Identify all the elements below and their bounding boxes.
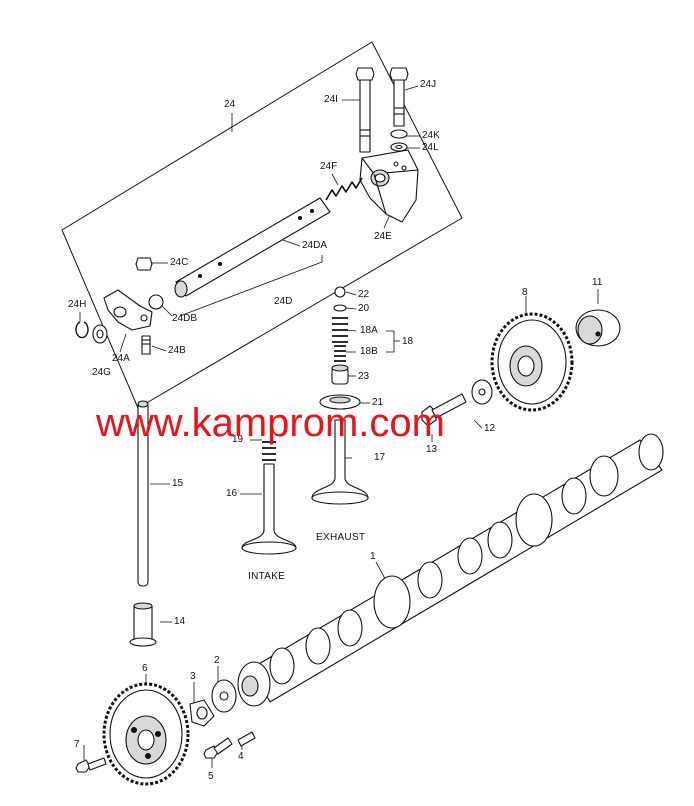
intake-valve-16: [241, 463, 297, 555]
caption-intake: INTAKE: [248, 571, 286, 582]
callout-24J: 24J: [420, 79, 437, 90]
callout-6: 6: [142, 663, 148, 674]
push-rod-15: [137, 400, 149, 587]
callout-20: 20: [358, 303, 370, 314]
spring-24f: [325, 177, 363, 201]
callout-4: 4: [238, 751, 244, 762]
rocker-shaft-24da: [174, 197, 331, 298]
exhaust-valve-17: [311, 419, 369, 505]
callout-24D: 24D: [274, 296, 293, 307]
callout-24A: 24A: [112, 353, 130, 364]
pin-4: [237, 731, 256, 747]
adjust-screw-24b: [141, 335, 151, 355]
callout-24C: 24C: [170, 257, 189, 268]
callout-18B: 18B: [360, 346, 378, 357]
rocker-support-24e: [359, 149, 419, 223]
callout-24H: 24H: [68, 299, 87, 310]
washer-24k: [390, 129, 408, 139]
tappet-14: [129, 602, 157, 647]
washer-24g: [92, 324, 108, 344]
bolt-7: [75, 757, 107, 773]
camshaft-1: [237, 433, 664, 707]
spring-18b: [334, 345, 346, 362]
gasket-3: [189, 699, 215, 727]
bolt-24j: [389, 67, 409, 127]
callout-2: 2: [214, 655, 220, 666]
callout-24: 24: [224, 99, 236, 110]
watermark-text: www.kamprom.com: [96, 401, 445, 445]
bolt-24i: [355, 67, 375, 153]
rotator-21: [319, 394, 361, 410]
washer-24l: [390, 142, 408, 152]
callout-24E: 24E: [374, 231, 392, 242]
callout-12: 12: [484, 423, 496, 434]
callout-24DB: 24DB: [172, 313, 198, 324]
callout-24L: 24L: [422, 142, 439, 153]
callout-24K: 24K: [422, 130, 440, 141]
snap-ring-24h: [75, 321, 89, 339]
valve-seal-23: [331, 364, 349, 385]
bushing-11: [575, 309, 621, 347]
callout-24I: 24I: [324, 94, 338, 105]
rocker-assembly-frame: [61, 41, 463, 409]
bolt-13: [421, 393, 467, 427]
callout-8: 8: [522, 287, 528, 298]
callout-24B: 24B: [168, 345, 186, 356]
gear-8: [490, 312, 574, 412]
bolt-5: [203, 737, 233, 759]
callout-21: 21: [372, 397, 384, 408]
callout-3: 3: [190, 671, 196, 682]
callout-13: 13: [426, 444, 438, 455]
callout-18: 18: [402, 336, 414, 347]
thrust-plate-12: [471, 379, 493, 405]
callout-5: 5: [208, 771, 214, 782]
callout-19: 19: [232, 434, 244, 445]
caption-exhaust: EXHAUST: [316, 532, 366, 543]
callout-24DA: 24DA: [302, 240, 328, 251]
gear-6: [102, 682, 190, 786]
callout-24G: 24G: [92, 367, 111, 378]
rocker-arm-24a: [103, 289, 153, 331]
spring-18a: [332, 317, 348, 343]
callout-16: 16: [226, 488, 238, 499]
callout-18A: 18A: [360, 325, 378, 336]
thrust-washer-2: [211, 679, 237, 713]
callout-23: 23: [358, 371, 370, 382]
callout-15: 15: [172, 478, 184, 489]
callout-22: 22: [358, 289, 370, 300]
nut-24c: [135, 257, 153, 271]
callout-11: 11: [592, 277, 603, 288]
callout-17: 17: [374, 452, 386, 463]
retainer-20: [333, 304, 347, 312]
callout-24F: 24F: [320, 161, 338, 172]
valve-cap-22: [334, 286, 346, 298]
callout-14: 14: [174, 616, 186, 627]
spring-19: [262, 441, 276, 461]
callout-1: 1: [370, 551, 376, 562]
plug-24db: [148, 294, 164, 310]
callout-7: 7: [74, 739, 80, 750]
